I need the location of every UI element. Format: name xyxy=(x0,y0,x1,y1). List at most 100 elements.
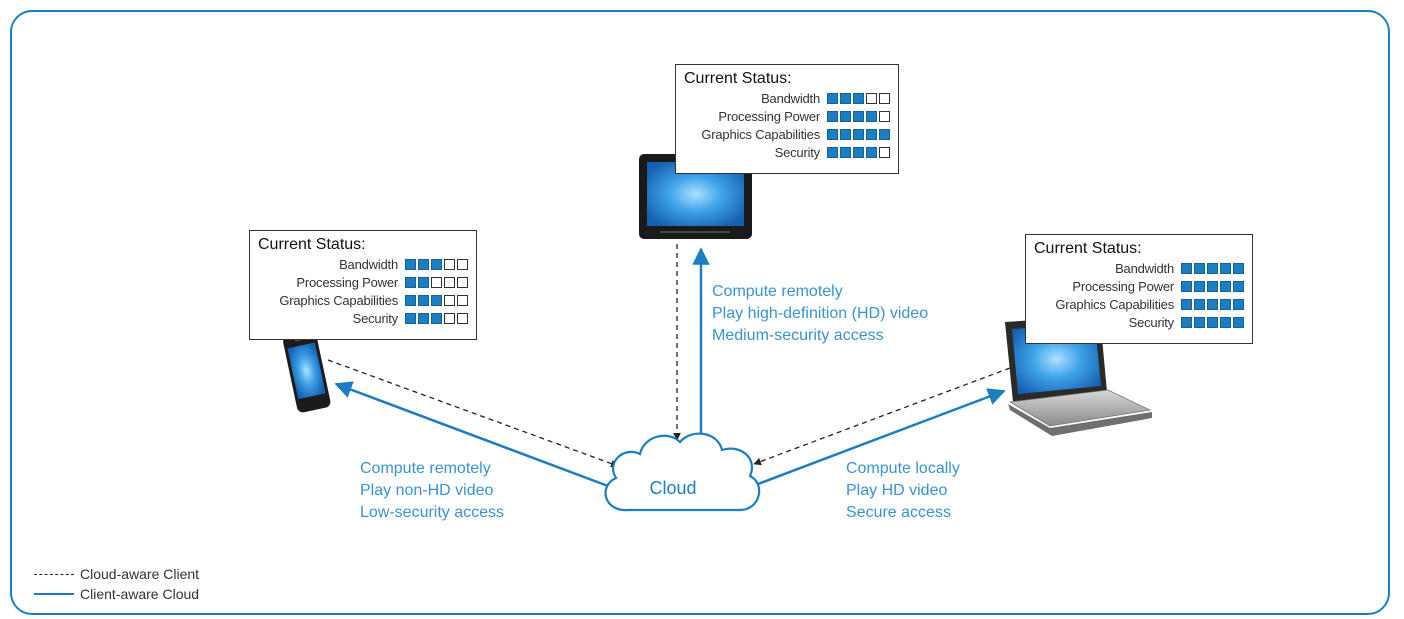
metric-label: Security xyxy=(1128,314,1175,330)
meter-square-empty xyxy=(457,258,468,270)
meter-square-filled xyxy=(827,110,838,122)
meter-square-filled xyxy=(827,146,838,158)
meter-square-filled xyxy=(418,258,429,270)
phone-actions: Compute remotely Play non-HD video Low-s… xyxy=(360,458,504,524)
cloud-icon xyxy=(604,432,761,512)
meter-square-filled xyxy=(840,128,851,140)
meter-square-filled xyxy=(1220,298,1231,310)
meter-square-filled xyxy=(840,146,851,158)
meter-square-filled xyxy=(1194,280,1205,292)
action-text: Compute remotely xyxy=(712,283,843,300)
meter-square-filled xyxy=(1207,316,1218,328)
meter-square-filled xyxy=(405,276,416,288)
meter-square-filled xyxy=(1233,262,1244,274)
meter-square-filled xyxy=(405,312,416,324)
meter-square-filled xyxy=(1194,316,1205,328)
metric-label: Processing Power xyxy=(296,274,398,290)
meter-square-filled xyxy=(418,312,429,324)
meter-square-filled xyxy=(1181,316,1192,328)
metric-label: Graphics Capabilities xyxy=(279,292,398,308)
meter-square-filled xyxy=(431,312,442,324)
metric-label: Security xyxy=(352,310,399,326)
meter-square-empty xyxy=(866,92,877,104)
level-meter xyxy=(1179,316,1244,328)
meter-square-filled xyxy=(840,110,851,122)
diagram-frame xyxy=(10,10,1390,615)
meter-square-filled xyxy=(1181,262,1192,274)
meter-square-filled xyxy=(1181,298,1192,310)
metric-label: Graphics Capabilities xyxy=(1055,296,1174,312)
metric-row: Bandwidth xyxy=(1034,259,1244,277)
metric-row: Bandwidth xyxy=(258,255,468,273)
metric-row: Graphics Capabilities xyxy=(258,291,468,309)
meter-square-filled xyxy=(418,276,429,288)
metric-label: Processing Power xyxy=(718,108,820,124)
action-text: Secure access xyxy=(846,504,951,521)
solid-line-swatch xyxy=(34,593,74,595)
meter-square-filled xyxy=(1233,280,1244,292)
action-text: Play HD video xyxy=(846,482,948,499)
action-text: Play high-definition (HD) video xyxy=(712,305,929,322)
meter-square-filled xyxy=(1207,298,1218,310)
meter-square-empty xyxy=(431,276,442,288)
metric-label: Bandwidth xyxy=(1115,260,1174,276)
phone-to-cloud-dashed-arrow xyxy=(327,359,619,468)
meter-square-empty xyxy=(457,312,468,324)
legend-item-solid: Client-aware Cloud xyxy=(34,584,199,604)
meter-square-filled xyxy=(840,92,851,104)
laptop-actions: Compute locally Play HD video Secure acc… xyxy=(846,458,960,524)
legend: Cloud-aware Client Client-aware Cloud xyxy=(34,564,199,604)
dashed-line-swatch xyxy=(34,573,74,575)
cloud-to-phone-solid-arrow xyxy=(334,381,609,488)
metric-row: Graphics Capabilities xyxy=(684,125,890,143)
meter-square-empty xyxy=(444,258,455,270)
meter-square-filled xyxy=(431,294,442,306)
metric-row: Security xyxy=(684,143,890,161)
action-text: Compute locally xyxy=(846,460,960,477)
meter-square-filled xyxy=(853,146,864,158)
meter-square-filled xyxy=(853,110,864,122)
action-text: Play non-HD video xyxy=(360,482,494,499)
level-meter xyxy=(403,276,468,288)
metric-label: Processing Power xyxy=(1072,278,1174,294)
meter-square-empty xyxy=(444,294,455,306)
legend-item-dashed: Cloud-aware Client xyxy=(34,564,199,584)
cloud-to-laptop-solid-arrow xyxy=(757,388,1006,486)
legend-label: Cloud-aware Client xyxy=(80,566,200,582)
meter-square-filled xyxy=(1194,298,1205,310)
meter-square-filled xyxy=(1181,280,1192,292)
meter-square-filled xyxy=(827,92,838,104)
meter-square-filled xyxy=(1194,262,1205,274)
action-text: Medium-security access xyxy=(712,327,884,344)
metric-row: Graphics Capabilities xyxy=(1034,295,1244,313)
level-meter xyxy=(825,128,890,140)
status-title: Current Status: xyxy=(1034,240,1142,257)
meter-square-filled xyxy=(879,128,890,140)
level-meter xyxy=(403,294,468,306)
laptop-to-cloud-dashed-arrow xyxy=(753,367,1011,466)
metric-row: Processing Power xyxy=(258,273,468,291)
status-title: Current Status: xyxy=(684,70,792,87)
level-meter xyxy=(1179,298,1244,310)
meter-square-filled xyxy=(866,128,877,140)
level-meter xyxy=(825,110,890,122)
meter-square-filled xyxy=(1207,262,1218,274)
meter-square-filled xyxy=(1233,298,1244,310)
meter-square-filled xyxy=(405,258,416,270)
metric-label: Bandwidth xyxy=(761,90,820,106)
meter-square-filled xyxy=(418,294,429,306)
legend-label: Client-aware Cloud xyxy=(80,586,200,602)
metric-row: Bandwidth xyxy=(684,89,890,107)
level-meter xyxy=(825,92,890,104)
meter-square-filled xyxy=(405,294,416,306)
meter-square-filled xyxy=(866,110,877,122)
metric-row: Processing Power xyxy=(684,107,890,125)
cloud-label: Cloud xyxy=(649,478,697,498)
meter-square-empty xyxy=(457,276,468,288)
metric-row: Processing Power xyxy=(1034,277,1244,295)
